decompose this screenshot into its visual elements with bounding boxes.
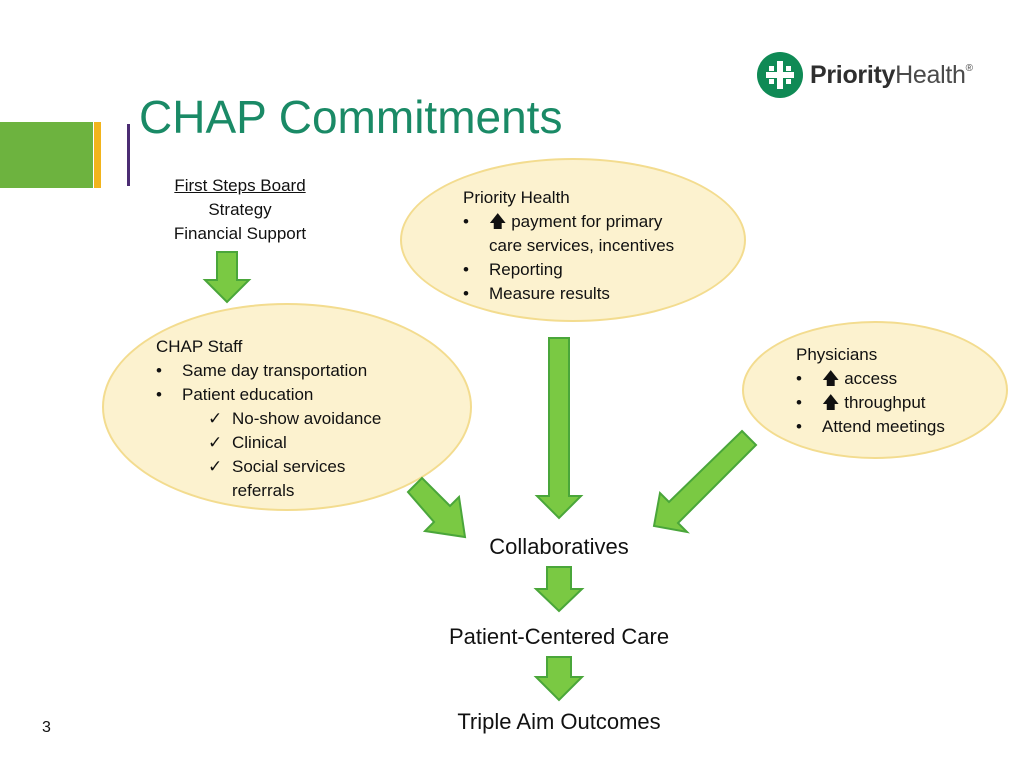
decorative-yellow-bar	[94, 122, 101, 188]
physicians-content: Physicians • 🡅 access • 🡅 throughput • A…	[796, 343, 945, 439]
physicians-heading: Physicians	[796, 345, 878, 364]
arrow-collaboratives-to-pcc	[533, 566, 585, 613]
chap-staff-sub-social-services-cont: referrals	[232, 481, 295, 500]
up-arrow-icon: 🡅	[489, 212, 507, 231]
physicians-bullet-access: • 🡅 access	[796, 369, 898, 388]
physicians-ellipse	[742, 321, 1008, 459]
chap-staff-heading: CHAP Staff	[156, 337, 243, 356]
flow-triple-aim-outcomes: Triple Aim Outcomes	[457, 709, 661, 734]
chap-staff-sub-social-services: ✓ Social services	[208, 455, 381, 479]
chap-staff-sub-no-show: ✓ No-show avoidance	[208, 407, 381, 431]
physicians-bullet-throughput: • 🡅 throughput	[796, 393, 926, 412]
checkmark-icon: ✓	[208, 457, 223, 476]
board-line-strategy: Strategy	[208, 200, 272, 219]
up-arrow-icon: 🡅	[822, 393, 840, 412]
board-heading: First Steps Board	[174, 176, 306, 195]
chap-staff-sub-clinical: ✓ Clinical	[208, 431, 381, 455]
arrow-physicians-to-collaboratives	[652, 429, 758, 534]
chap-staff-content: CHAP Staff • Same day transportation • P…	[156, 335, 381, 503]
arrow-pcc-to-triple-aim	[533, 656, 585, 702]
priority-health-logo: PriorityHealth®	[757, 52, 973, 100]
first-steps-board-box: First Steps Board Strategy Financial Sup…	[150, 174, 330, 246]
priority-health-bullet-measure: • Measure results	[463, 284, 610, 303]
page-number: 3	[42, 719, 51, 736]
decorative-purple-bar	[127, 124, 130, 186]
priority-health-heading: Priority Health	[463, 188, 570, 207]
decorative-green-bar	[0, 122, 93, 188]
priority-health-bullet-reporting: • Reporting	[463, 260, 563, 279]
up-arrow-icon: 🡅	[822, 369, 840, 388]
checkmark-icon: ✓	[208, 409, 223, 428]
flow-collaboratives: Collaboratives	[489, 534, 629, 559]
priority-health-bullet-payment: • 🡅 payment for primary	[463, 212, 663, 231]
arrow-ph-to-collaboratives	[534, 337, 584, 520]
priority-health-bullet-payment-cont: care services, incentives	[489, 236, 675, 255]
chap-staff-bullet-transportation: • Same day transportation	[156, 361, 368, 380]
logo-wordmark: PriorityHealth®	[810, 61, 973, 89]
slide-title: CHAP Commitments	[139, 91, 563, 143]
arrow-board-to-staff	[202, 251, 252, 304]
priority-health-content: Priority Health • 🡅 payment for primary …	[463, 186, 674, 306]
checkmark-icon: ✓	[208, 433, 223, 452]
arrow-staff-to-collaboratives	[406, 476, 467, 539]
physicians-bullet-meetings: • Attend meetings	[796, 417, 945, 436]
priority-health-ellipse	[400, 158, 746, 322]
board-line-financial-support: Financial Support	[173, 224, 307, 243]
flow-patient-centered-care: Patient-Centered Care	[448, 624, 670, 649]
priority-health-logo-icon	[757, 52, 803, 98]
chap-staff-ellipse	[102, 303, 472, 511]
chap-staff-bullet-education: • Patient education	[156, 385, 314, 404]
